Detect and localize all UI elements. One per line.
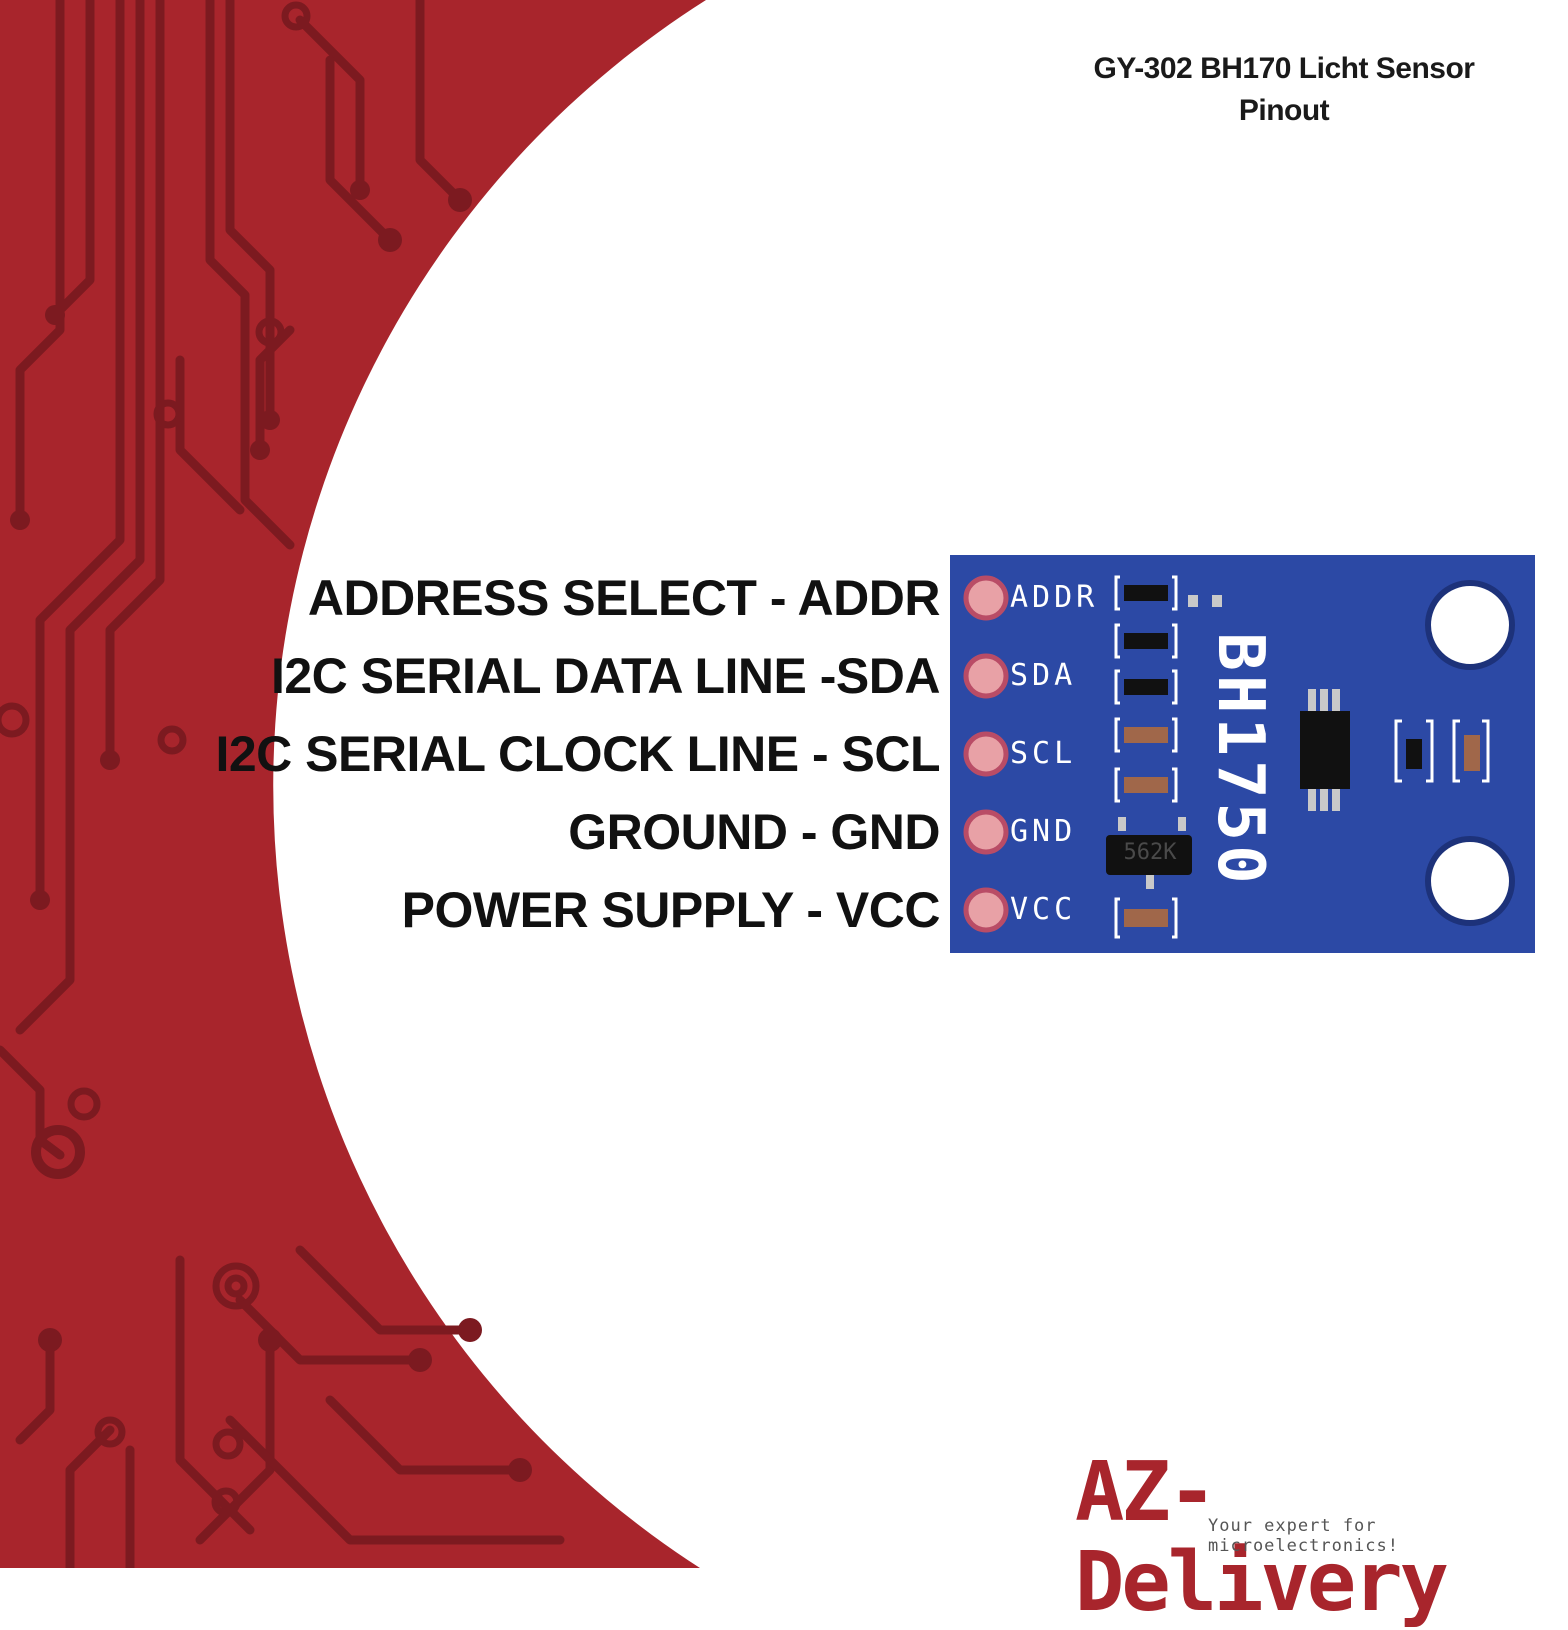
title-line-1: GY-302 BH170 Licht Sensor <box>1093 52 1476 85</box>
pin-label-vcc: POWER SUPPLY - VCC <box>401 882 941 938</box>
silk-gnd: GND <box>1010 814 1077 849</box>
silk-scl: SCL <box>1010 736 1077 771</box>
chip-label: BH1750 <box>1200 620 1280 900</box>
pin-label-scl: I2C SERIAL CLOCK LINE - SCL <box>215 726 940 782</box>
diagram-title: GY-302 BH170 Licht Sensor Pinout <box>1024 48 1544 132</box>
pin-label-gnd: GROUND - GND <box>568 804 940 860</box>
pin-pads <box>963 575 1009 933</box>
brand-tagline: Your expert for microelectronics! <box>1208 1516 1399 1556</box>
silk-sda: SDA <box>1010 658 1077 693</box>
pin-label-addr: ADDRESS SELECT - ADDR <box>307 570 941 626</box>
silk-vcc: VCC <box>1010 892 1077 927</box>
circuit-background <box>0 0 706 1568</box>
sensor-board <box>950 555 1535 953</box>
chip-label-text: BH1750 <box>1203 632 1277 888</box>
silk-addr: ADDR <box>1010 580 1099 615</box>
title-line-2: Pinout <box>1238 94 1330 127</box>
resistor-label: 562K <box>1123 840 1177 865</box>
pin-label-sda: I2C SERIAL DATA LINE -SDA <box>270 648 941 704</box>
